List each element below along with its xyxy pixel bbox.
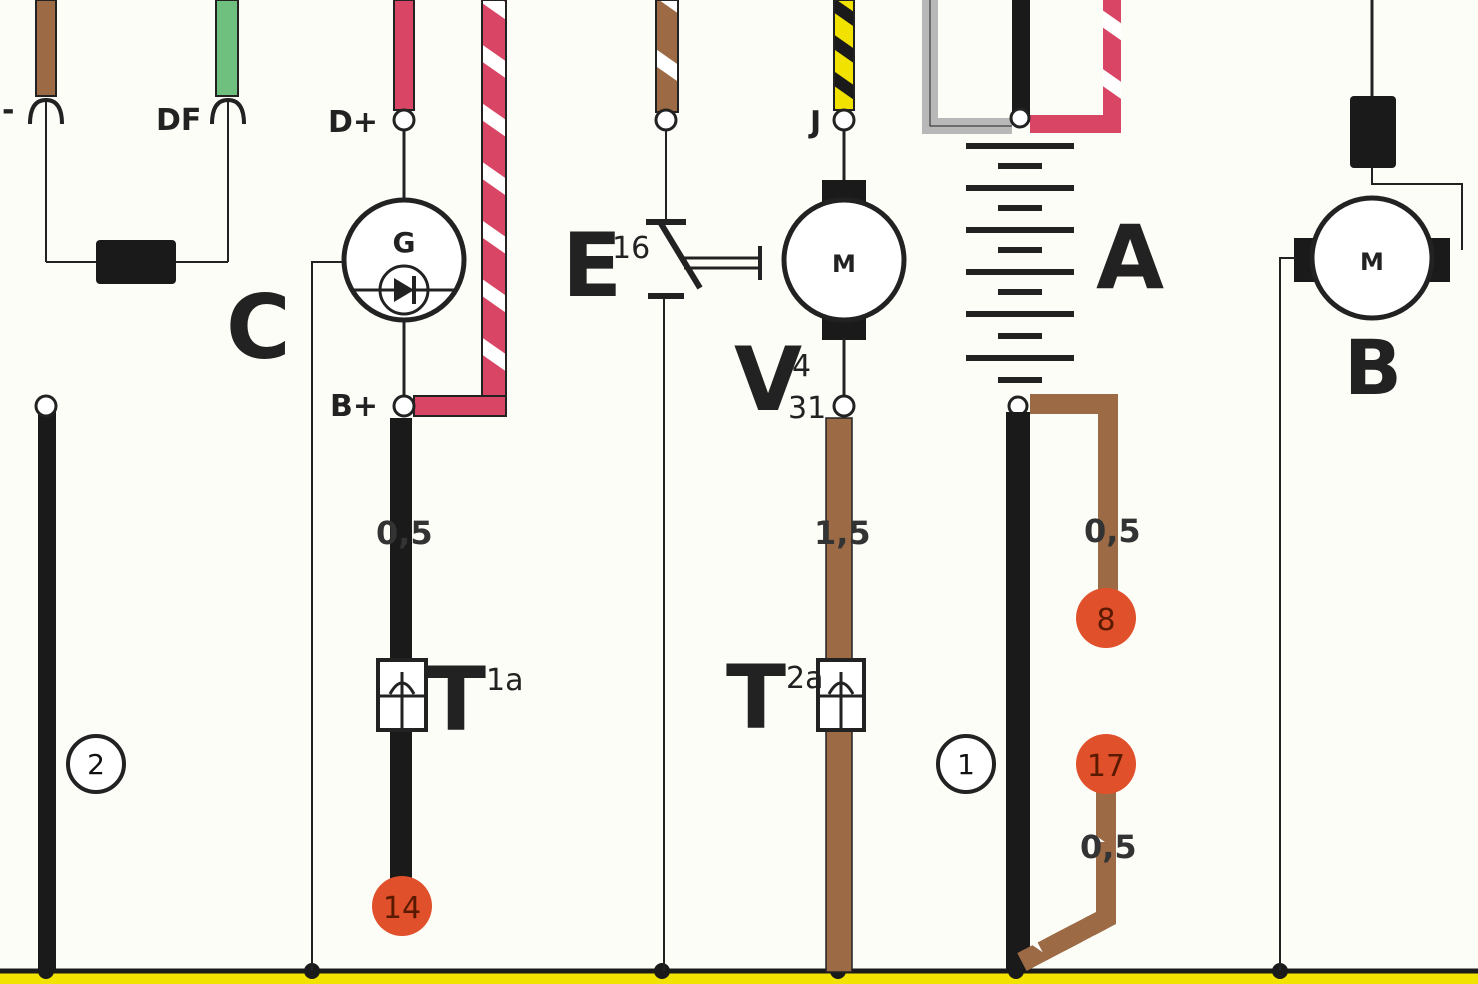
motor-v4-wiring bbox=[822, 0, 866, 973]
switch-e16-sup: 16 bbox=[612, 231, 650, 266]
ground-marker-1: 1 bbox=[936, 734, 996, 794]
battery-a-label: A bbox=[1096, 206, 1164, 309]
switch-e16-label: E bbox=[562, 214, 622, 317]
motor-v4-sub: 31 bbox=[788, 391, 826, 426]
switch-e16 bbox=[646, 0, 762, 971]
connector-t1a-label: T bbox=[426, 648, 486, 751]
generator-c-wiring bbox=[311, 0, 507, 971]
svg-text:M: M bbox=[832, 250, 856, 278]
terminal-d-plus-label: D+ bbox=[328, 105, 378, 140]
svg-text:G: G bbox=[393, 226, 416, 259]
connector-t2a-sup: 2a bbox=[786, 661, 823, 696]
generator-symbol: G bbox=[341, 197, 467, 323]
terminal-j-label: J bbox=[808, 105, 821, 140]
svg-text:M: M bbox=[1360, 248, 1384, 276]
connector-t2a-label: T bbox=[726, 646, 786, 749]
fuse-marker-14: 14 bbox=[372, 876, 432, 936]
svg-text:1: 1 bbox=[957, 748, 975, 781]
wire-gauge-label: 0,5 bbox=[1084, 512, 1141, 550]
ground-bus bbox=[0, 963, 1478, 984]
terminal-minus-label: - bbox=[2, 93, 14, 128]
connector-t2a bbox=[816, 658, 866, 732]
motor-b-label: B bbox=[1344, 323, 1402, 412]
connector-t1a-sup: 1a bbox=[486, 663, 523, 698]
fuse-marker-17: 17 bbox=[1076, 734, 1136, 794]
wire-gauge-label: 0,5 bbox=[376, 514, 433, 552]
battery-a bbox=[922, 0, 1121, 972]
terminal-b-plus-label: B+ bbox=[330, 389, 378, 424]
svg-text:14: 14 bbox=[383, 891, 421, 926]
wire-gauge-label: 1,5 bbox=[814, 514, 871, 552]
motor-v4-label: V bbox=[734, 328, 802, 431]
svg-text:17: 17 bbox=[1087, 749, 1125, 784]
terminal-df-label: DF bbox=[156, 103, 201, 138]
resistor bbox=[96, 240, 176, 284]
motor-v4-symbol: M bbox=[781, 197, 907, 323]
svg-text:8: 8 bbox=[1096, 603, 1115, 638]
motor-v4-sup: 4 bbox=[792, 349, 811, 384]
svg-text:2: 2 bbox=[87, 748, 105, 781]
connector-t1a bbox=[376, 658, 428, 732]
fuse-marker-8: 8 bbox=[1076, 588, 1136, 648]
ground-marker-2: 2 bbox=[66, 734, 126, 794]
motor-b-symbol: M bbox=[1309, 195, 1435, 321]
component-c-label: C bbox=[226, 276, 291, 379]
motor-b-wiring bbox=[1279, 0, 1463, 971]
wire-gauge-label: 0,5 bbox=[1080, 828, 1137, 866]
regulator-leads bbox=[28, 0, 246, 284]
ground-lead-2 bbox=[34, 394, 58, 972]
